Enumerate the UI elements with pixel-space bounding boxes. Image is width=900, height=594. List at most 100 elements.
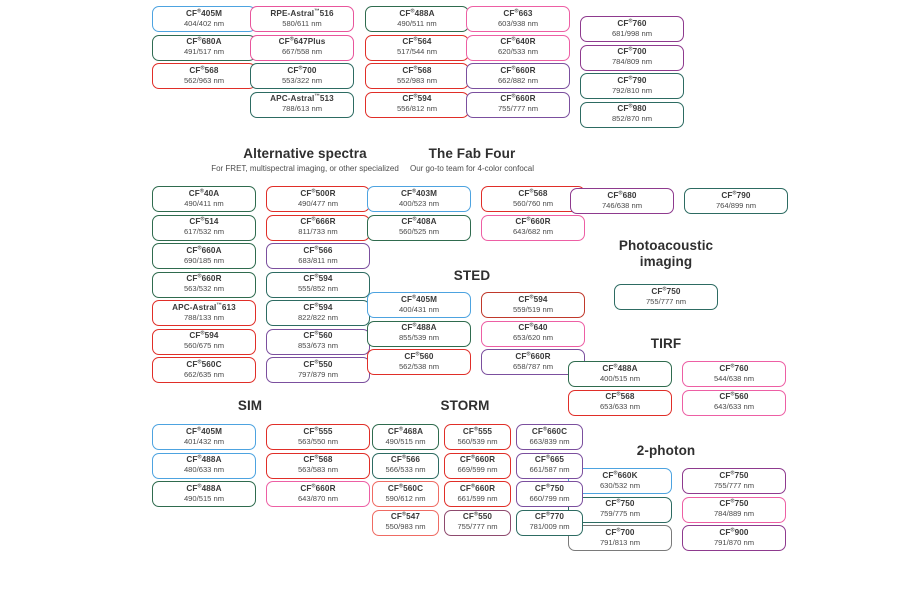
section-title-sted: STED	[453, 268, 491, 283]
dye-name: CF®660R	[300, 483, 336, 493]
dye-name: CF®680	[607, 190, 637, 200]
dye-wavelength: 663/839 nm	[529, 436, 570, 446]
dye-name: CF®790	[617, 75, 647, 85]
dye-name: CF®700	[605, 527, 635, 537]
dye-wavelength: 855/539 nm	[398, 333, 440, 343]
section-subtitle-fab-four: Our go-to team for 4-color confocal	[409, 164, 535, 173]
dye-name: APC-Astral™513	[270, 93, 334, 104]
dye-name: CF®660R	[459, 483, 496, 493]
dye-wavelength: 755/777 nm	[457, 522, 498, 532]
dye-name: CF®900	[719, 527, 749, 537]
dye-wavelength: 491/517 nm	[183, 47, 225, 57]
dye-name: CF®408A	[401, 216, 437, 227]
dye-name: CF®560	[404, 351, 434, 361]
dye-wavelength: 553/322 nm	[281, 75, 323, 85]
dye-wavelength: 788/133 nm	[183, 312, 225, 322]
section-title-photoacoustic: Photoacoustic imaging	[618, 238, 714, 269]
dye-name: CF®660R	[500, 93, 536, 104]
dye-name: CF®560C	[387, 483, 424, 493]
dye-name: CF®568	[189, 65, 219, 75]
dye-wavelength: 791/813 nm	[599, 537, 641, 547]
dye-wavelength: 560/760 nm	[512, 198, 554, 208]
dye-name: CF®405M	[185, 426, 223, 436]
dye-wavelength: 759/775 nm	[599, 509, 641, 519]
dye-wavelength: 797/879 nm	[297, 369, 339, 379]
dye-wavelength: 658/787 nm	[512, 361, 554, 371]
